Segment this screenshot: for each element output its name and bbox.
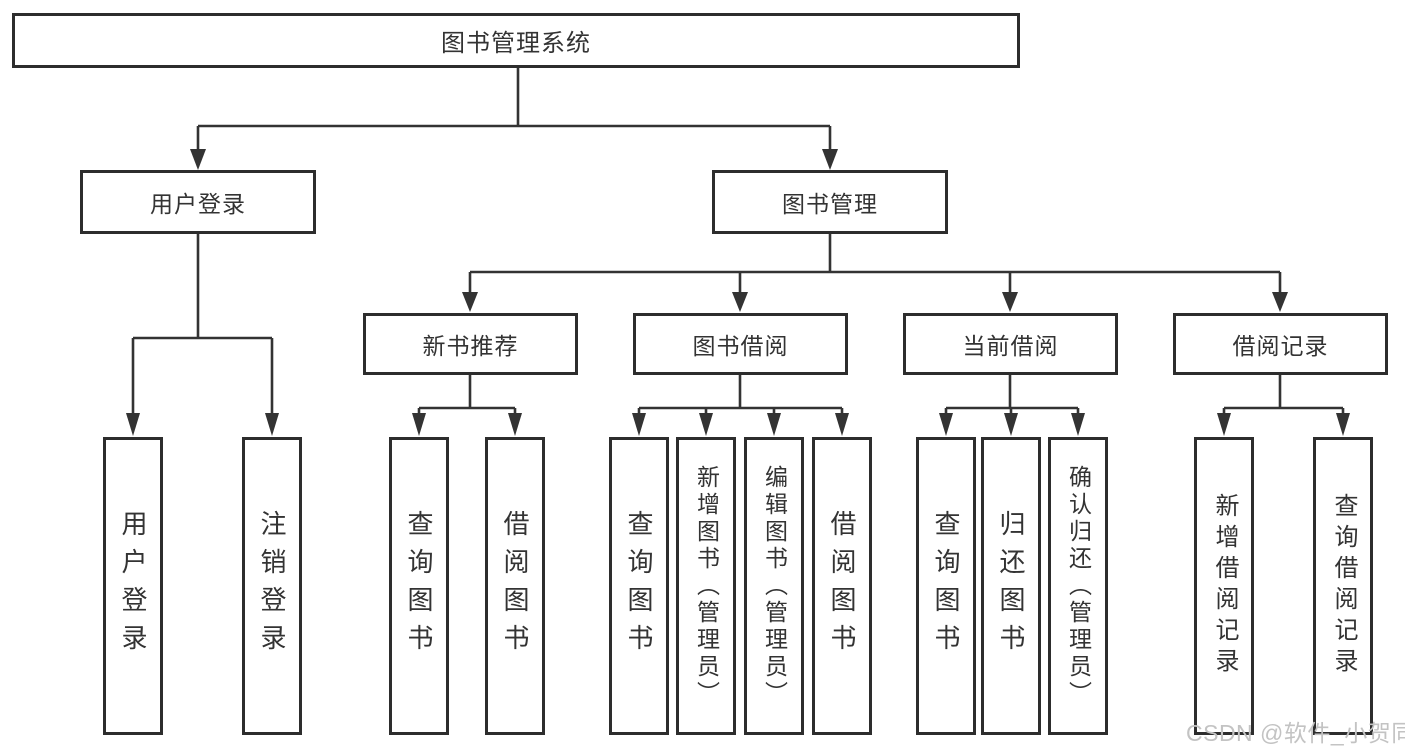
leaf-bb-query-books: 查询图书 xyxy=(609,437,669,735)
leaf-bb-add-books-admin-label: 新增图书（管理员） xyxy=(693,464,720,708)
node-new-book-recommendation: 新书推荐 xyxy=(363,313,578,375)
connector-root-to-level2 xyxy=(190,68,838,170)
connector-new-rec-children xyxy=(412,375,522,436)
leaf-current-query-books: 查询图书 xyxy=(916,437,976,735)
leaf-records-add-record: 新增借阅记录 xyxy=(1194,437,1254,735)
leaf-current-confirm-return-admin-label: 确认归还（管理员） xyxy=(1065,464,1092,708)
leaf-bb-edit-books-admin-label: 编辑图书（管理员） xyxy=(761,464,788,708)
leaf-bb-borrow-books: 借阅图书 xyxy=(812,437,872,735)
leaf-bb-edit-books-admin: 编辑图书（管理员） xyxy=(744,437,804,735)
leaf-current-return-books-label: 归还图书 xyxy=(996,510,1026,662)
leaf-rec-query-books: 查询图书 xyxy=(389,437,449,735)
connector-borrowing-records-children xyxy=(1217,375,1350,436)
csdn-watermark: CSDN @软件_小贺同学 xyxy=(1186,720,1405,746)
leaf-bb-add-books-admin: 新增图书（管理员） xyxy=(676,437,736,735)
leaf-logout: 注销登录 xyxy=(242,437,302,735)
node-current-borrowing: 当前借阅 xyxy=(903,313,1118,375)
connector-book-mgmt-to-level3 xyxy=(462,234,1288,312)
leaf-logout-label: 注销登录 xyxy=(257,510,287,662)
leaf-rec-borrow-books: 借阅图书 xyxy=(485,437,545,735)
node-book-borrowing: 图书借阅 xyxy=(633,313,848,375)
node-library-system: 图书管理系统 xyxy=(12,13,1020,68)
leaf-user-login-label: 用户登录 xyxy=(118,510,148,662)
leaf-current-query-books-label: 查询图书 xyxy=(931,510,961,662)
leaf-current-confirm-return-admin: 确认归还（管理员） xyxy=(1048,437,1108,735)
leaf-bb-borrow-books-label: 借阅图书 xyxy=(827,510,857,662)
node-borrowing-records: 借阅记录 xyxy=(1173,313,1388,375)
leaf-records-query-record-label: 查询借阅记录 xyxy=(1330,493,1357,679)
connector-book-borrowing-children xyxy=(632,375,849,436)
leaf-rec-query-books-label: 查询图书 xyxy=(404,510,434,662)
leaf-rec-borrow-books-label: 借阅图书 xyxy=(500,510,530,662)
leaf-records-query-record: 查询借阅记录 xyxy=(1313,437,1373,735)
leaf-records-add-record-label: 新增借阅记录 xyxy=(1211,493,1238,679)
leaf-bb-query-books-label: 查询图书 xyxy=(624,510,654,662)
connector-user-login-children xyxy=(126,234,279,436)
leaf-current-return-books: 归还图书 xyxy=(981,437,1041,735)
node-book-management: 图书管理 xyxy=(712,170,948,234)
leaf-user-login: 用户登录 xyxy=(103,437,163,735)
connector-current-borrowing-children xyxy=(939,375,1085,436)
node-user-login: 用户登录 xyxy=(80,170,316,234)
